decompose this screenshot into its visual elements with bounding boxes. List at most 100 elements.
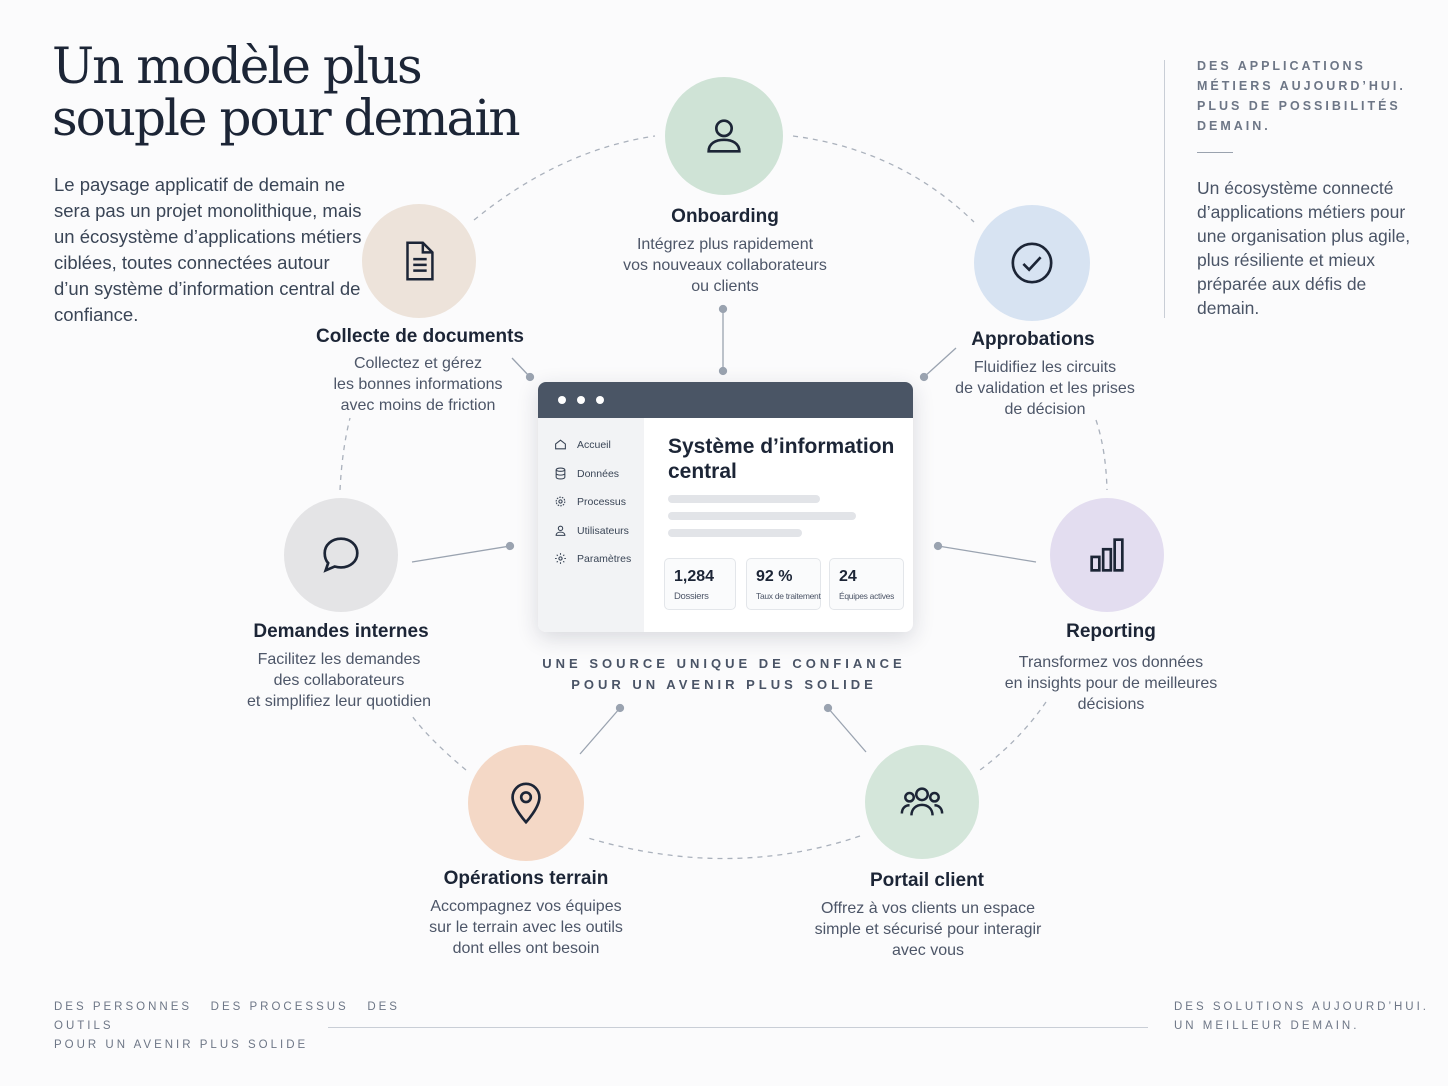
- node-portail-desc: Offrez à vos clients un espace simple et…: [793, 898, 1063, 961]
- footer-line: UN MEILLEUR DEMAIN.: [1174, 1020, 1360, 1032]
- aside-tagline-line: MÉTIERS AUJOURD’HUI.: [1197, 79, 1406, 93]
- desc-line: des collaborateurs: [273, 672, 405, 689]
- stat-card: 1,284 Dossiers: [664, 558, 736, 610]
- sidebar-item-donnees[interactable]: Données: [554, 467, 619, 480]
- window-dot: [558, 396, 566, 404]
- node-reporting-circle: [1050, 498, 1164, 612]
- node-collecte-desc: Collectez et gérez les bonnes informatio…: [300, 353, 536, 416]
- map-pin-icon: [511, 782, 541, 825]
- node-operations-circle: [468, 745, 584, 861]
- user-icon: [555, 525, 566, 536]
- node-approbations-circle: [974, 205, 1090, 321]
- desc-line: et simplifiez leur quotidien: [246, 693, 432, 710]
- title-line-2: souple pour demain: [52, 89, 521, 147]
- footer-item: DES PERSONNES: [54, 1001, 193, 1013]
- node-collecte-circle: [362, 204, 476, 318]
- stat-label: Taux de traitement: [756, 591, 821, 601]
- footer-item: DES OUTILS: [54, 1001, 400, 1032]
- sidebar-item-utilisateurs[interactable]: Utilisateurs: [554, 524, 629, 537]
- central-system-window: Accueil Données Processus Utilisateurs P…: [538, 382, 913, 632]
- desc-line: dont elles ont besoin: [452, 940, 600, 957]
- window-title-line: central: [668, 460, 737, 483]
- aside-tagline-line: DEMAIN.: [1197, 119, 1271, 133]
- desc-line: Offrez à vos clients un espace: [820, 900, 1036, 917]
- stat-value: 92 %: [756, 568, 793, 585]
- chat-bubble-icon: [323, 537, 359, 573]
- desc-line: décisions: [1077, 696, 1145, 713]
- stat-value: 24: [839, 568, 857, 585]
- intro-paragraph: Le paysage applicatif de demain ne sera …: [54, 174, 362, 325]
- window-title-line: Système d’information: [668, 435, 895, 458]
- stat-label: Dossiers: [674, 591, 709, 602]
- footer-left: DES PERSONNES DES PROCESSUS DES OUTILS P…: [54, 998, 454, 1055]
- node-onboarding-circle: [665, 77, 783, 195]
- center-caption: UNE SOURCE UNIQUE DE CONFIANCE POUR UN A…: [524, 653, 924, 695]
- node-operations-desc: Accompagnez vos équipes sur le terrain a…: [396, 896, 656, 959]
- sidebar-item-processus[interactable]: Processus: [554, 495, 626, 508]
- node-portail-circle: [865, 745, 979, 859]
- placeholder-line: [668, 512, 856, 520]
- desc-line: Fluidifiez les circuits: [973, 359, 1117, 376]
- desc-line: avec moins de friction: [340, 397, 496, 414]
- users-icon: [900, 787, 944, 816]
- bar-chart-icon: [1090, 538, 1124, 572]
- sidebar-item-accueil[interactable]: Accueil: [554, 438, 611, 451]
- placeholder-line: [668, 495, 820, 503]
- window-sidebar: Accueil Données Processus Utilisateurs P…: [538, 418, 644, 632]
- node-approbations-title: Approbations: [971, 329, 1095, 350]
- sidebar-item-parametres[interactable]: Paramètres: [554, 552, 631, 565]
- sidebar-item-label: Paramètres: [577, 552, 632, 565]
- desc-line: simple et sécurisé pour interagir: [814, 921, 1042, 938]
- stat-card: 24 Équipes actives: [829, 558, 904, 610]
- node-collecte-title: Collecte de documents: [316, 326, 524, 347]
- aside-divider: [1164, 60, 1165, 318]
- node-operations-title: Opérations terrain: [443, 868, 609, 889]
- stat-value: 1,284: [674, 568, 715, 585]
- desc-line: Collectez et gérez: [353, 355, 483, 372]
- caption-line: POUR UN AVENIR PLUS SOLIDE: [571, 677, 877, 692]
- gear-icon: [555, 496, 566, 507]
- page-title: Un modèle plus souple pour demain: [52, 40, 521, 147]
- settings-icon: [555, 553, 566, 564]
- sidebar-item-label: Utilisateurs: [577, 524, 629, 537]
- footer-right: DES SOLUTIONS AUJOURD’HUI. UN MEILLEUR D…: [1174, 998, 1434, 1036]
- sidebar-item-label: Accueil: [577, 438, 611, 451]
- desc-line: sur le terrain avec les outils: [429, 919, 623, 936]
- aside-tagline-line: DES APPLICATIONS: [1197, 59, 1366, 73]
- node-onboarding-desc: Intégrez plus rapidement vos nouveaux co…: [590, 234, 860, 297]
- desc-line: Intégrez plus rapidement: [636, 236, 814, 253]
- node-demandes-desc: Facilitez les demandes des collaborateur…: [216, 649, 462, 712]
- node-demandes-circle: [284, 498, 398, 612]
- sidebar-item-label: Données: [577, 467, 620, 480]
- node-portail-title: Portail client: [869, 870, 985, 891]
- check-circle-icon: [1011, 242, 1053, 284]
- document-icon: [406, 241, 434, 281]
- node-onboarding-title: Onboarding: [671, 206, 779, 227]
- desc-line: Facilitez les demandes: [257, 651, 421, 668]
- database-icon: [555, 467, 566, 480]
- desc-line: de validation et les prises: [955, 380, 1135, 397]
- desc-line: Transformez vos données: [1018, 654, 1204, 671]
- stat-label: Équipes actives: [839, 591, 895, 601]
- aside-dash: [1197, 152, 1233, 153]
- window-dot: [596, 396, 604, 404]
- caption-line: UNE SOURCE UNIQUE DE CONFIANCE: [542, 656, 906, 671]
- window-dot: [577, 396, 585, 404]
- desc-line: ou clients: [691, 278, 759, 295]
- desc-line: les bonnes informations: [333, 376, 503, 393]
- footer-line: POUR UN AVENIR PLUS SOLIDE: [54, 1039, 309, 1051]
- footer-divider: [328, 1027, 1148, 1028]
- node-reporting-desc: Transformez vos données en insights pour…: [986, 652, 1236, 715]
- user-icon: [707, 119, 741, 153]
- window-titlebar: [538, 382, 913, 418]
- home-icon: [555, 439, 566, 450]
- node-approbations-desc: Fluidifiez les circuits de validation et…: [920, 357, 1170, 420]
- stat-card: 92 % Taux de traitement: [746, 558, 821, 610]
- node-reporting-title: Reporting: [1066, 621, 1156, 642]
- footer-line: DES SOLUTIONS AUJOURD’HUI.: [1174, 1001, 1429, 1013]
- footer-line: DES PERSONNES DES PROCESSUS DES OUTILS: [54, 998, 454, 1036]
- desc-line: de décision: [1004, 401, 1086, 418]
- placeholder-line: [668, 529, 802, 537]
- desc-line: avec vous: [891, 942, 965, 959]
